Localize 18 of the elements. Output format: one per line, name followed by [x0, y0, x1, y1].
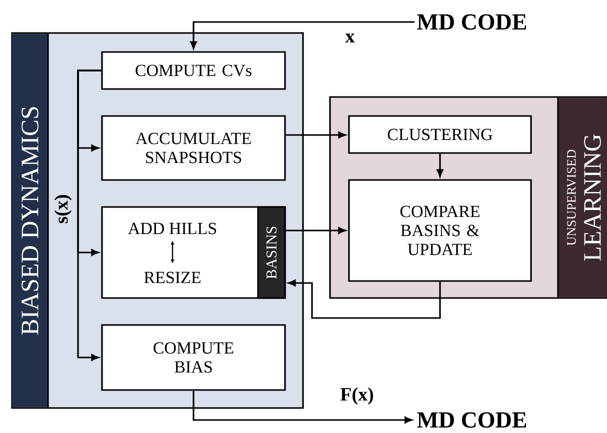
arrow	[192, 390, 412, 424]
process-box: COMPARE BASINS & UPDATE	[348, 179, 532, 282]
arrow	[288, 280, 441, 319]
process-box: COMPUTE CVs	[101, 51, 286, 90]
text-label: MD CODE	[417, 14, 526, 30]
side-band: BASINS	[257, 206, 286, 299]
arrow	[77, 70, 102, 361]
text-label: MD CODE	[417, 412, 526, 428]
process-box: COMPUTE BIAS	[101, 324, 286, 391]
process-box: CLUSTERING	[348, 115, 532, 154]
process-box: ACCUMULATE SNAPSHOTS	[101, 115, 286, 181]
edge-label: x	[344, 32, 356, 44]
arrow	[190, 21, 415, 49]
arrow	[286, 132, 346, 138]
edge-label: s(x)	[53, 193, 73, 225]
arrow	[436, 154, 444, 177]
arrow	[286, 227, 346, 234]
edge-label: F(x)	[339, 386, 375, 406]
